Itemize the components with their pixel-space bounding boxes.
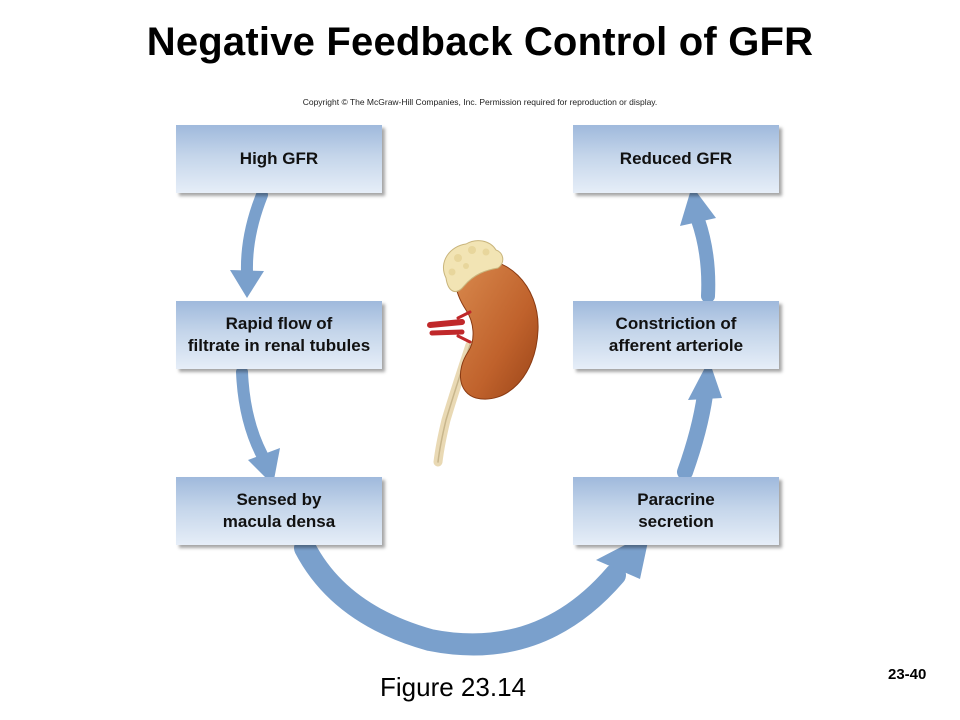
- rapid-flow-box: Rapid flow of filtrate in renal tubules: [176, 301, 382, 369]
- arrow-sensed-to-paracrine: [294, 532, 650, 656]
- high-gfr-box: High GFR: [176, 125, 382, 193]
- constriction-box: Constriction of afferent arteriole: [573, 301, 779, 369]
- page-title: Negative Feedback Control of GFR: [146, 20, 814, 64]
- kidney-illustration: [427, 240, 539, 467]
- renal-vessels: [427, 310, 472, 344]
- arrow-paracrine-to-constriction: [677, 360, 722, 480]
- copyright-notice: Copyright © The McGraw-Hill Companies, I…: [302, 97, 658, 107]
- adrenal-gland: [443, 240, 504, 293]
- arrow-constriction-to-reduced: [680, 186, 716, 303]
- reduced-gfr-box: Reduced GFR: [573, 125, 779, 193]
- paracrine-box: Paracrine secretion: [573, 477, 779, 545]
- slide-number: 23-40: [888, 666, 927, 683]
- arrow-high-to-rapid: [230, 189, 268, 298]
- figure-caption: Figure 23.14: [380, 672, 526, 702]
- sensed-box: Sensed by macula densa: [176, 477, 382, 545]
- arrow-rapid-to-sensed: [236, 366, 280, 485]
